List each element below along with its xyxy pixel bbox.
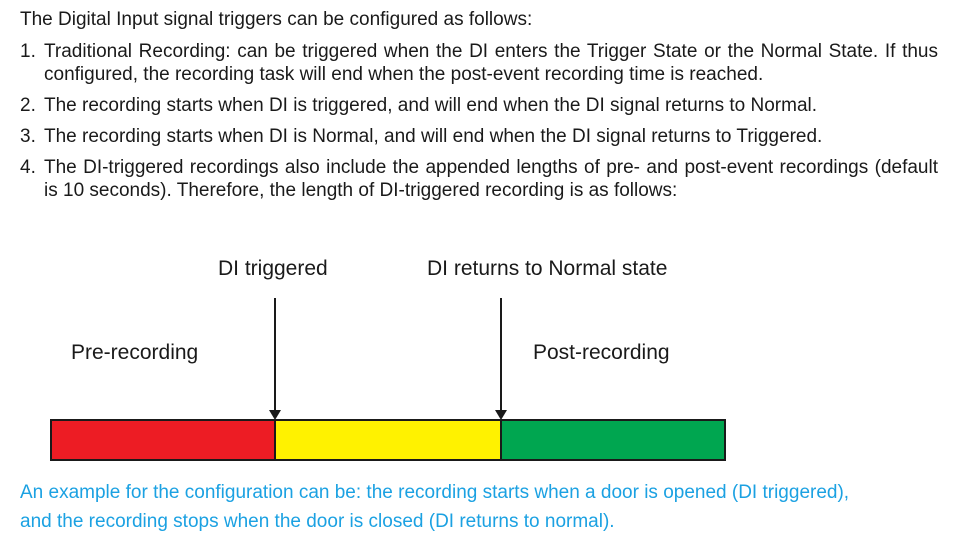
example-line-2: and the recording stops when the door is…: [20, 511, 615, 532]
list-item-text: The DI-triggered recordings also include…: [44, 157, 938, 201]
list-item: 4. The DI-triggered recordings also incl…: [20, 156, 938, 202]
list-item-number: 2.: [20, 95, 36, 116]
list-item: 3. The recording starts when DI is Norma…: [20, 125, 938, 148]
list-item-text: Traditional Recording: can be triggered …: [44, 41, 938, 85]
list-item: 2. The recording starts when DI is trigg…: [20, 94, 938, 117]
di-triggered-label: DI triggered: [218, 257, 328, 280]
list-item-text: The recording starts when DI is Normal, …: [44, 126, 823, 147]
list-item-number: 3.: [20, 126, 36, 147]
recording-timeline-diagram: DI triggered DI returns to Normal state …: [0, 250, 977, 470]
event-recording-segment: [274, 419, 502, 461]
post-recording-label: Post-recording: [533, 341, 670, 364]
pre-recording-label: Pre-recording: [71, 341, 199, 364]
example-line-1: An example for the configuration can be:…: [20, 482, 850, 503]
list-item: 1. Traditional Recording: can be trigger…: [20, 40, 938, 86]
list-item-number: 4.: [20, 157, 36, 178]
intro-text: The Digital Input signal triggers can be…: [20, 9, 533, 30]
trigger-list: 1. Traditional Recording: can be trigger…: [20, 40, 938, 210]
timeline-svg: [50, 298, 726, 461]
list-item-text: The recording starts when DI is triggere…: [44, 95, 818, 116]
post-recording-segment: [500, 419, 726, 461]
example-text: An example for the configuration can be:…: [20, 478, 950, 536]
di-normal-label: DI returns to Normal state: [427, 257, 668, 280]
di-normal-arrow-head: [495, 410, 507, 420]
pre-recording-segment: [50, 419, 276, 461]
di-triggered-arrow-head: [269, 410, 281, 420]
list-item-number: 1.: [20, 41, 36, 62]
